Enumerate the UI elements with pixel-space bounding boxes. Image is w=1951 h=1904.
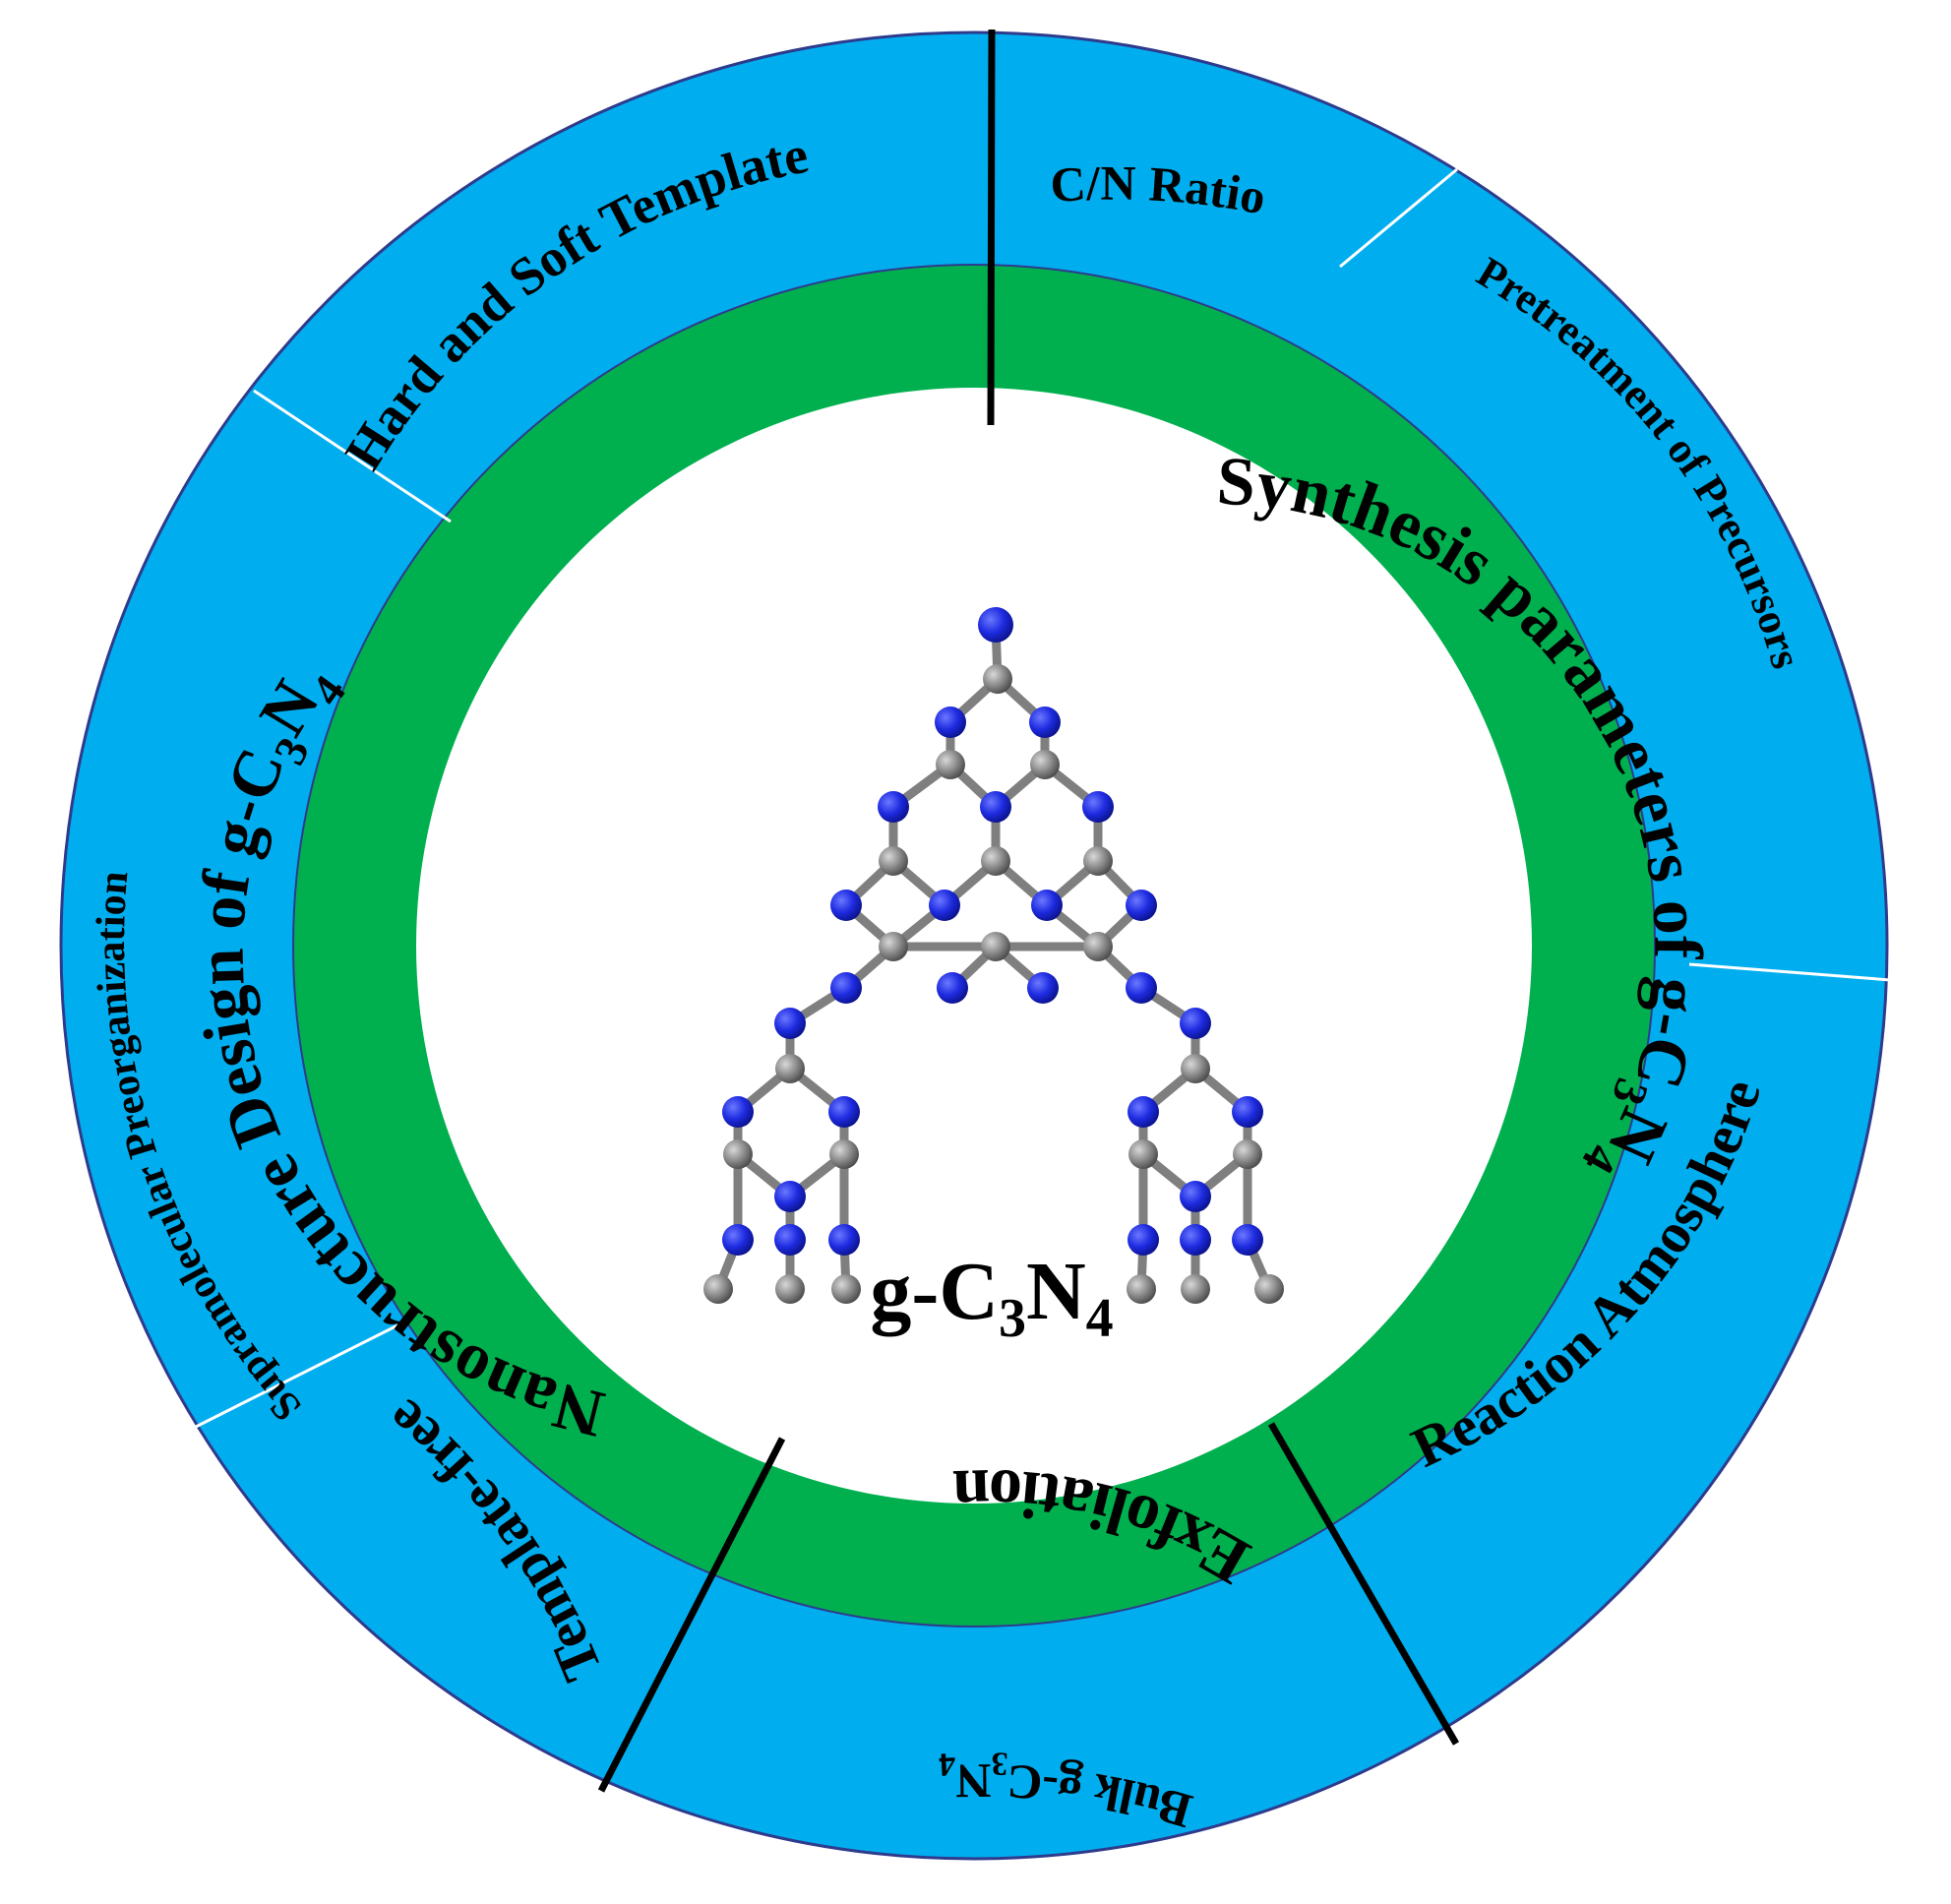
nitrogen-atom: [828, 1224, 860, 1256]
divider-white-hard-supra: [253, 389, 452, 523]
molecule-atoms: [703, 607, 1284, 1304]
nitrogen-atom: [1128, 1224, 1159, 1256]
g-c3n4-molecule-structure: [703, 607, 1284, 1304]
divider-black-top: [987, 29, 996, 426]
nitrogen-atom: [935, 706, 966, 738]
carbon-atom: [775, 1274, 805, 1304]
carbon-atom: [1030, 750, 1060, 779]
nitrogen-atom: [1031, 890, 1063, 921]
nitrogen-atom: [774, 1008, 806, 1039]
carbon-atom: [1127, 1274, 1156, 1304]
carbon-atom: [936, 750, 965, 779]
carbon-atom: [879, 846, 908, 876]
carbon-atom: [1181, 1274, 1210, 1304]
divider-black-bottom-left: [597, 1437, 786, 1793]
nitrogen-atom: [1180, 1008, 1211, 1039]
nitrogen-atom: [929, 890, 960, 921]
carbon-atom: [1181, 1054, 1210, 1083]
carbon-atom: [703, 1274, 733, 1304]
carbon-atom: [981, 846, 1010, 876]
carbon-atom: [1233, 1139, 1262, 1169]
nitrogen-atom: [774, 1181, 806, 1212]
nitrogen-atom: [1126, 972, 1157, 1004]
carbon-atom: [1128, 1139, 1158, 1169]
divider-white-cn-pre: [1339, 167, 1458, 269]
carbon-atom: [775, 1054, 805, 1083]
nitrogen-atom: [980, 791, 1011, 823]
divider-white-supra-tfree: [195, 1321, 402, 1429]
nitrogen-atom: [937, 972, 968, 1004]
divider-black-bottom-right: [1267, 1422, 1460, 1746]
nitrogen-atom: [1029, 706, 1061, 738]
nitrogen-atom: [722, 1096, 754, 1128]
carbon-atom: [829, 1139, 859, 1169]
nitrogen-atom: [1180, 1181, 1211, 1212]
nitrogen-atom: [878, 791, 909, 823]
nitrogen-atom: [774, 1224, 806, 1256]
nitrogen-atom: [1126, 890, 1157, 921]
nitrogen-atom: [1232, 1224, 1263, 1256]
nitrogen-atom: [1232, 1096, 1263, 1128]
carbon-atom: [1083, 932, 1113, 961]
carbon-atom: [879, 932, 908, 961]
carbon-atom: [983, 664, 1012, 694]
nitrogen-atom: [830, 972, 862, 1004]
center-label: g-C3N4: [870, 1246, 1113, 1349]
carbon-atom: [1254, 1274, 1284, 1304]
nitrogen-atom: [978, 607, 1013, 643]
carbon-atom: [981, 932, 1010, 961]
nitrogen-atom: [722, 1224, 754, 1256]
nitrogen-atom: [1180, 1224, 1211, 1256]
carbon-atom: [723, 1139, 753, 1169]
divider-white-pre-react: [1688, 962, 1917, 984]
carbon-atom: [1083, 846, 1113, 876]
carbon-atom: [831, 1274, 861, 1304]
nitrogen-atom: [828, 1096, 860, 1128]
nitrogen-atom: [1027, 972, 1059, 1004]
nitrogen-atom: [1128, 1096, 1159, 1128]
nitrogen-atom: [1082, 791, 1114, 823]
nitrogen-atom: [830, 890, 862, 921]
